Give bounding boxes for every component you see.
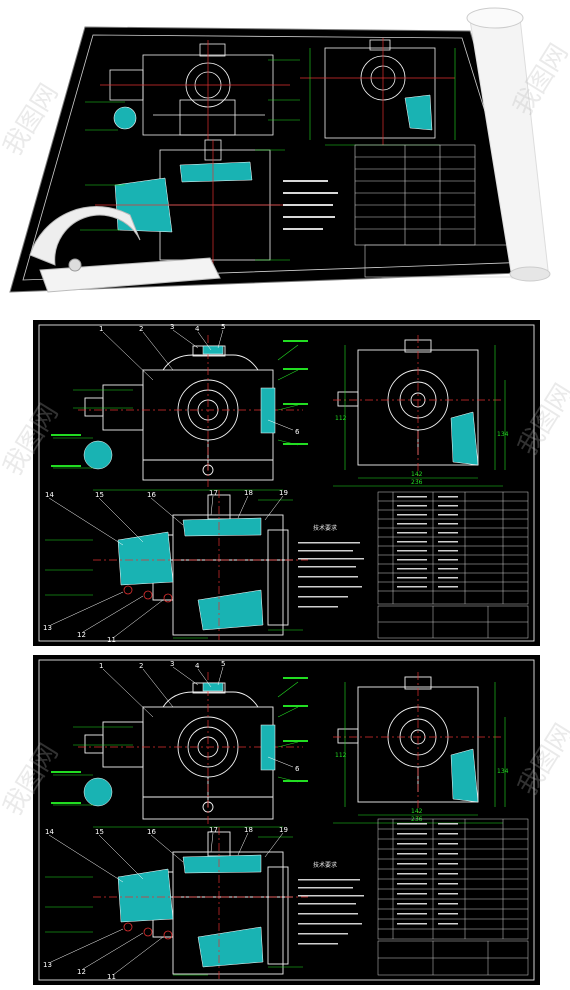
balloon-17: 17 (209, 826, 218, 834)
balloon-1: 1 (99, 662, 103, 670)
balloon-19: 19 (279, 489, 288, 497)
paper-roll (466, 7, 551, 282)
balloon-14: 14 (45, 828, 54, 836)
balloon-6: 6 (295, 428, 300, 436)
balloon-14: 14 (45, 491, 54, 499)
balloon-3: 3 (170, 660, 174, 668)
balloon-6: 6 (295, 765, 300, 773)
balloon-2: 2 (139, 325, 143, 333)
balloon-3: 3 (170, 323, 174, 331)
balloon-11: 11 (107, 636, 116, 644)
perspective-sheet (9, 26, 546, 293)
balloon-4: 4 (195, 662, 200, 670)
balloon-15: 15 (95, 828, 104, 836)
technical-notes-title: 技术要求 (313, 524, 337, 532)
balloon-5: 5 (221, 323, 225, 331)
balloon-11: 11 (107, 973, 116, 981)
protractor-ruler (29, 206, 221, 293)
balloon-18: 18 (244, 489, 253, 497)
balloon-13: 13 (43, 961, 52, 969)
balloon-18: 18 (244, 826, 253, 834)
balloon-19: 19 (279, 826, 288, 834)
balloon-17: 17 (209, 489, 218, 497)
balloon-4: 4 (195, 325, 200, 333)
middle-sheet: 1 2 3 4 5 6 112 (33, 320, 540, 646)
bottom-sheet: 1 2 3 4 5 6 112 (33, 655, 540, 985)
balloon-16: 16 (147, 491, 156, 499)
dim-label-134: 134 (497, 768, 509, 775)
dim-label-236: 236 (411, 479, 423, 486)
balloon-1: 1 (99, 325, 103, 333)
balloon-13: 13 (43, 624, 52, 632)
balloon-5: 5 (221, 660, 225, 668)
dim-label-112: 112 (335, 415, 347, 422)
dim-label-112: 112 (335, 752, 347, 759)
balloon-12: 12 (77, 968, 86, 976)
dim-label-142: 142 (411, 808, 423, 815)
dim-label-134: 134 (497, 431, 509, 438)
balloon-16: 16 (147, 828, 156, 836)
balloon-2: 2 (139, 662, 143, 670)
balloon-12: 12 (77, 631, 86, 639)
technical-notes-title: 技术要求 (313, 861, 337, 869)
dim-label-236: 236 (411, 816, 423, 823)
balloon-15: 15 (95, 491, 104, 499)
dim-label-142: 142 (411, 471, 423, 478)
